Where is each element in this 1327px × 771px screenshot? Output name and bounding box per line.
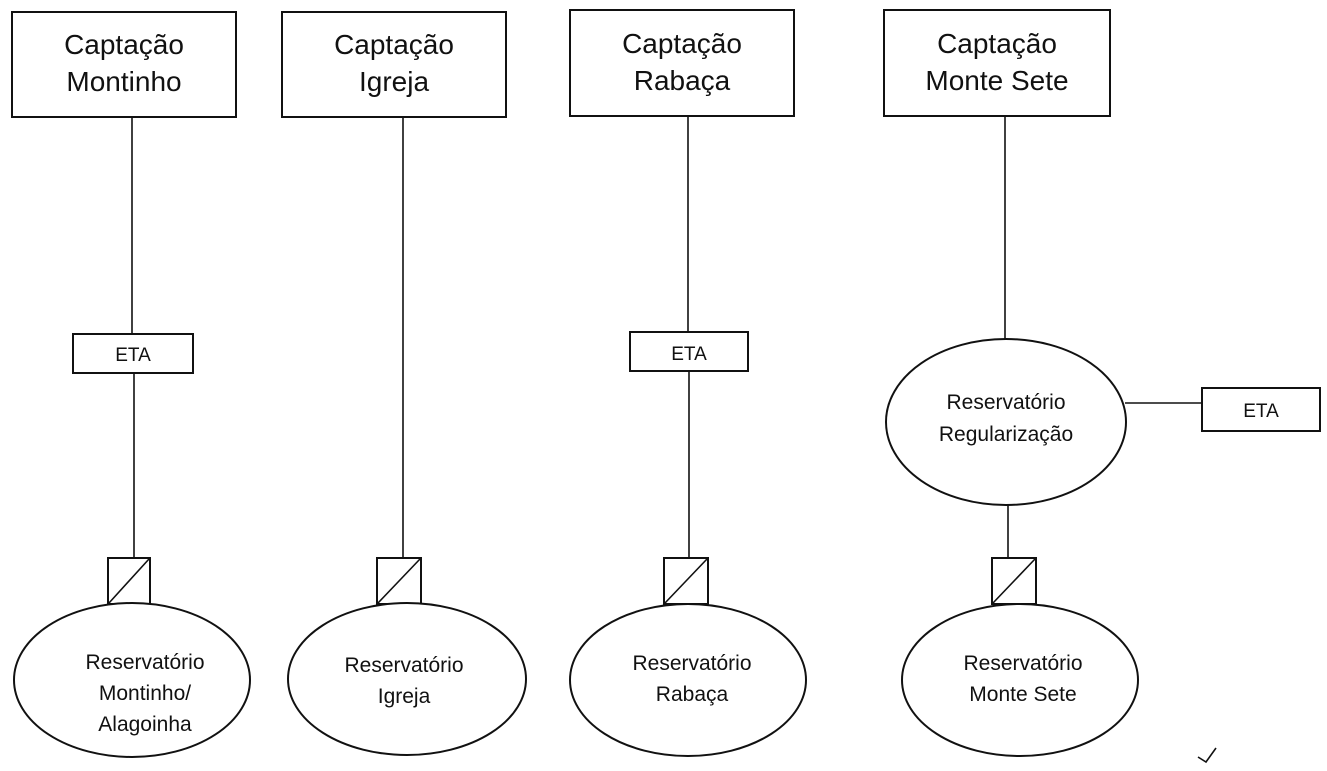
reservoir-ellipse-montesete	[901, 603, 1139, 757]
capture-montinho-line1: Captação	[64, 29, 184, 60]
capture-rabaca-line1: Captação	[622, 28, 742, 59]
capture-box-rabaca	[569, 9, 795, 117]
capture-rabaca-line2: Rabaça	[634, 65, 731, 96]
capture-igreja-line1: Captação	[334, 29, 454, 60]
valve-montesete	[991, 557, 1037, 605]
capture-box-montesete	[883, 9, 1111, 117]
capture-box-montinho	[11, 11, 237, 118]
reservoir-montinho-line3: Alagoinha	[98, 713, 192, 736]
reservoir-montinho-line2: Montinho/	[99, 682, 191, 705]
reservoir-rabaca-line2: Rabaça	[656, 683, 729, 706]
reservoir-rabaca-line1: Reservatório	[632, 652, 751, 675]
eta-label-montesete: ETA	[1243, 401, 1279, 422]
eta-box-rabaca	[629, 331, 749, 372]
reservoir-montesete-line2: Monte Sete	[969, 683, 1076, 706]
eta-box-montinho	[72, 333, 194, 374]
capture-montesete-line2: Monte Sete	[925, 65, 1068, 96]
valve-igreja	[376, 557, 422, 605]
check-mark-icon	[1197, 747, 1217, 764]
valve-rabaca	[663, 557, 709, 605]
regulation-reservoir-line2: Regularização	[939, 423, 1073, 446]
regulation-reservoir-line1: Reservatório	[946, 391, 1065, 414]
reservoir-igreja-line1: Reservatório	[344, 654, 463, 677]
capture-montinho-line2: Montinho	[66, 66, 181, 97]
eta-label-montinho: ETA	[115, 345, 151, 366]
eta-box-montesete	[1201, 387, 1321, 432]
capture-box-igreja	[281, 11, 507, 118]
eta-label-rabaca: ETA	[671, 344, 707, 365]
reservoir-montesete-line1: Reservatório	[963, 652, 1082, 675]
regulation-reservoir-ellipse	[885, 338, 1127, 506]
reservoir-ellipse-igreja	[287, 602, 527, 756]
reservoir-igreja-line2: Igreja	[378, 685, 431, 708]
reservoir-montinho-line1: Reservatório	[85, 651, 204, 674]
reservoir-ellipse-montinho	[13, 602, 251, 758]
capture-igreja-line2: Igreja	[359, 66, 429, 97]
valve-montinho	[107, 557, 151, 605]
reservoir-ellipse-rabaca	[569, 603, 807, 757]
capture-montesete-line1: Captação	[937, 28, 1057, 59]
